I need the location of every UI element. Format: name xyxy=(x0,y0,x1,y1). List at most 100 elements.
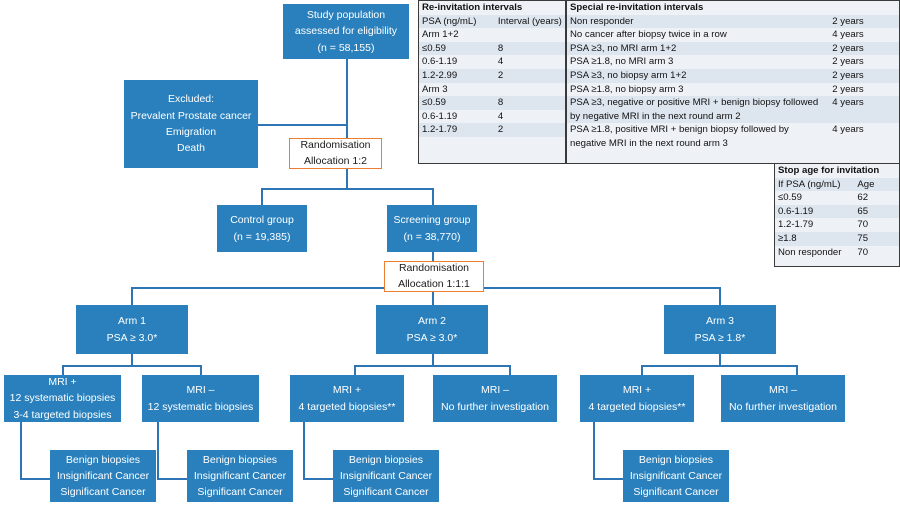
table-row: ≤0.59 8 xyxy=(419,41,565,56)
connector-arm2-to-mri-neg xyxy=(509,365,511,377)
box-outcome-arm3-positive[interactable]: Benign biopsies Insignificant Cancer Sig… xyxy=(623,450,729,502)
table-row: No cancer after biopsy twice in a row 4 … xyxy=(567,28,899,42)
outcome-arm1-neg-line3: Significant Cancer xyxy=(197,486,283,499)
connector-to-arm2 xyxy=(432,280,434,305)
special-r5-c0: PSA ≥1.8, no biopsy arm 3 xyxy=(570,83,684,95)
box-control-group[interactable]: Control group (n = 19,385) xyxy=(217,205,307,252)
connector-arm3-to-mri-pos xyxy=(641,365,643,377)
stop-age-r0-c1: 62 xyxy=(857,192,869,204)
reinvitation-r1-c0: ≤0.59 xyxy=(419,41,495,56)
box-excluded[interactable]: Excluded: Prevalent Prostate cancer Emig… xyxy=(124,80,258,168)
reinvitation-col-psa: PSA (ng/mL) xyxy=(419,14,495,29)
special-r3-c1: 2 years xyxy=(832,56,864,68)
connector-arm1-down xyxy=(131,353,133,367)
control-group-line2: (n = 19,385) xyxy=(233,230,291,243)
special-reinvitation-title: Special re-invitation intervals xyxy=(567,1,899,15)
box-arm3-mri-positive[interactable]: MRI + 4 targeted biopsies** xyxy=(580,375,694,422)
arm2-mri-neg-line2: No further investigation xyxy=(441,400,549,413)
outcome-arm1-pos-line2: Insignificant Cancer xyxy=(56,469,150,482)
screening-group-line1: Screening group xyxy=(393,214,471,227)
box-outcome-arm1-positive[interactable]: Benign biopsies Insignificant Cancer Sig… xyxy=(50,450,156,502)
box-arm1[interactable]: Arm 1 PSA ≥ 3.0* xyxy=(76,305,188,354)
table-row: 1.2-1.79 2 xyxy=(419,123,565,138)
box-randomisation-2[interactable]: Randomisation Allocation 1:1:1 xyxy=(384,261,484,292)
table-row: PSA ≥3, no MRI arm 1+2 2 years xyxy=(567,41,899,56)
box-screening-group[interactable]: Screening group (n = 38,770) xyxy=(387,205,477,252)
reinvitation-r5-c0: ≤0.59 xyxy=(419,96,495,110)
arm3-mri-pos-line2: 4 targeted biopsies** xyxy=(588,400,686,413)
randomisation1-line2: Allocation 1:2 xyxy=(303,154,368,167)
connector-arm3-to-mri-neg xyxy=(796,365,798,377)
box-randomisation-1[interactable]: Randomisation Allocation 1:2 xyxy=(289,138,382,169)
box-study-population[interactable]: Study population assessed for eligibilit… xyxy=(283,4,409,59)
box-outcome-arm1-negative[interactable]: Benign biopsies Insignificant Cancer Sig… xyxy=(187,450,293,502)
box-arm3[interactable]: Arm 3 PSA ≥ 1.8* xyxy=(664,305,776,354)
study-population-line2: assessed for eligibility xyxy=(294,25,398,38)
table-row: PSA ≥3, negative or positive MRI + benig… xyxy=(567,96,899,124)
table-special-reinvitation-intervals: Special re-invitation intervals Non resp… xyxy=(566,0,900,164)
box-outcome-arm2-positive[interactable]: Benign biopsies Insignificant Cancer Sig… xyxy=(333,450,439,502)
outcome-arm3-pos-line3: Significant Cancer xyxy=(633,486,719,499)
connector-study-to-randomisation1 xyxy=(346,58,348,140)
table-row: ≥1.8 75 xyxy=(775,232,899,246)
connector-arm2-pos-to-outcome xyxy=(303,422,305,480)
reinvitation-r7-c1: 2 xyxy=(494,123,565,138)
box-arm3-mri-negative[interactable]: MRI – No further investigation xyxy=(721,375,845,422)
outcome-arm3-pos-line2: Insignificant Cancer xyxy=(629,469,723,482)
reinvitation-r7-c0: 1.2-1.79 xyxy=(419,123,495,138)
reinvitation-r2-c0: 0.6-1.19 xyxy=(422,56,458,68)
special-r7-c1: 4 years xyxy=(832,124,864,136)
reinvitation-col-interval: Interval (years) xyxy=(494,14,565,29)
stop-age-r2-c1: 70 xyxy=(857,219,869,231)
outcome-arm2-pos-line1: Benign biopsies xyxy=(348,453,424,466)
outcome-arm1-neg-line2: Insignificant Cancer xyxy=(193,469,287,482)
excluded-line1: Excluded: xyxy=(167,93,215,106)
reinvitation-r0-c1 xyxy=(495,28,565,42)
special-r3-c0: PSA ≥1.8, no MRI arm 3 xyxy=(570,56,674,68)
table-row: 0.6-1.19 4 xyxy=(419,55,565,69)
arm2-mri-pos-line1: MRI + xyxy=(332,384,362,397)
table-row: PSA ≥1.8, positive MRI + benign biopsy f… xyxy=(567,123,899,150)
connector-arm2-pos-outcome-elbow xyxy=(303,478,333,480)
special-r4-c1: 2 years xyxy=(829,69,899,83)
stop-age-r4-c1: 70 xyxy=(857,246,869,258)
box-arm2-mri-negative[interactable]: MRI – No further investigation xyxy=(433,375,557,422)
table-row: ≤0.59 8 xyxy=(419,96,565,110)
table-row: 0.6-1.19 4 xyxy=(419,110,565,124)
reinvitation-r2-c1: 4 xyxy=(497,56,504,68)
randomisation1-line1: Randomisation xyxy=(300,138,371,151)
special-r4-c0: PSA ≥3, no biopsy arm 1+2 xyxy=(567,69,830,83)
connector-arm3-pos-to-outcome xyxy=(593,422,595,480)
connector-arm3-pos-outcome-elbow xyxy=(593,478,623,480)
connector-arm1-split-bar xyxy=(62,365,202,367)
table-row: PSA ≥3, no biopsy arm 1+2 2 years xyxy=(567,69,899,83)
special-r6-c0: PSA ≥3, negative or positive MRI + benig… xyxy=(567,96,830,124)
arm1-mri-pos-line3: 3-4 targeted biopsies xyxy=(13,408,112,421)
table-row: 0.6-1.19 65 xyxy=(775,204,899,219)
box-arm1-mri-negative[interactable]: MRI – 12 systematic biopsies xyxy=(142,375,259,422)
arm1-mri-pos-line1: MRI + xyxy=(48,376,77,389)
table-row: Arm 3 xyxy=(419,83,565,97)
reinvitation-title: Re-invitation intervals xyxy=(419,1,565,15)
table-row: Non responder 70 xyxy=(775,246,899,260)
study-population-line1: Study population xyxy=(306,9,386,22)
arm3-mri-pos-line1: MRI + xyxy=(622,384,652,397)
connector-arm2-split-bar xyxy=(354,365,511,367)
stop-age-r0-c0: ≤0.59 xyxy=(778,192,802,204)
connector-to-arm3 xyxy=(719,287,721,305)
reinvitation-r4-c0: Arm 3 xyxy=(422,83,448,95)
special-r1-c1: 4 years xyxy=(832,29,864,41)
special-r5-c1: 2 years xyxy=(832,83,864,95)
connector-arm1-pos-outcome-elbow xyxy=(20,478,50,480)
stop-age-col-age: Age xyxy=(854,177,899,192)
reinvitation-r3-c0: 1.2-2.99 xyxy=(419,69,495,83)
stop-age-r1-c0: 0.6-1.19 xyxy=(775,204,855,219)
box-arm2[interactable]: Arm 2 PSA ≥ 3.0* xyxy=(376,305,488,354)
arm3-line2: PSA ≥ 1.8* xyxy=(694,331,746,344)
outcome-arm1-neg-line1: Benign biopsies xyxy=(202,453,278,466)
arm3-line1: Arm 3 xyxy=(705,315,734,328)
reinvitation-r5-c1: 8 xyxy=(494,96,565,110)
special-r0-c0: Non responder xyxy=(567,14,830,29)
box-arm1-mri-positive[interactable]: MRI + 12 systematic biopsies 3-4 targete… xyxy=(4,375,121,422)
box-arm2-mri-positive[interactable]: MRI + 4 targeted biopsies** xyxy=(290,375,404,422)
